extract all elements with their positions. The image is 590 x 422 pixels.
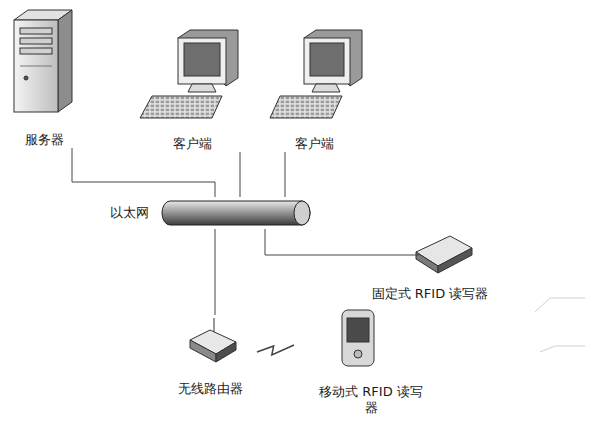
router-node: 无线路由器 — [165, 315, 255, 397]
server-icon — [14, 10, 72, 112]
device-label: 客户端 — [293, 136, 336, 152]
client-pc-icon — [140, 30, 238, 118]
wireless-link — [257, 345, 294, 355]
device-label: 移动式 RFID 读写器 — [317, 384, 425, 416]
router-icon — [190, 318, 236, 362]
client-pc-icon — [270, 30, 362, 118]
device-label: 固定式 RFID 读写器 — [370, 286, 491, 302]
network-cable — [285, 152, 286, 197]
network-cable — [72, 148, 215, 197]
network-cable — [265, 229, 351, 255]
mobile-reader-icon — [342, 310, 374, 366]
device-label: 服务器 — [23, 132, 66, 148]
page-marks — [535, 298, 585, 352]
client-node: 客户端 — [140, 30, 245, 152]
ethernet-bus — [162, 201, 310, 225]
device-label: 无线路由器 — [176, 381, 245, 397]
fixed-reader-node: 固定式 RFID 读写器 — [351, 232, 509, 302]
client-node: 客户端 — [266, 30, 362, 152]
network-cable — [215, 229, 216, 315]
fixed-reader-icon — [416, 236, 472, 273]
network-cable — [240, 152, 241, 197]
device-label: 客户端 — [171, 136, 214, 152]
reader-wire — [351, 255, 419, 256]
mobile-reader-node: 移动式 RFID 读写器 — [296, 306, 446, 416]
ethernet-node: 以太网 — [108, 197, 314, 229]
server-node: 服务器 — [8, 8, 80, 148]
device-label: 以太网 — [108, 205, 151, 221]
